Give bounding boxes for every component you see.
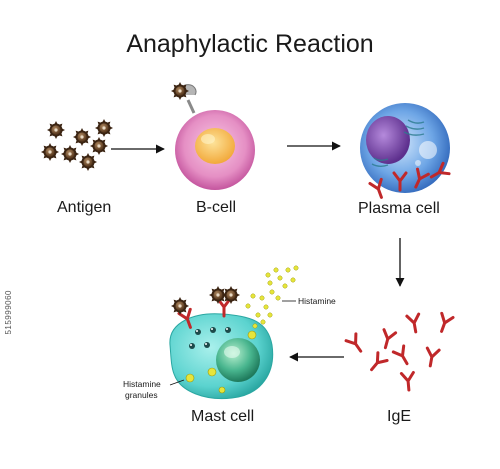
label-bcell: B-cell — [196, 199, 237, 216]
label-granules-line2: granules — [125, 390, 158, 400]
antigen-particle — [90, 137, 108, 155]
plasma-cell — [360, 103, 451, 201]
diagram-title: Anaphylactic Reaction — [126, 30, 374, 58]
label-mast-cell: Mast cell — [191, 408, 255, 425]
label-granules-line1: Histamine — [123, 379, 161, 389]
antigen-particle — [79, 153, 97, 171]
histamine-release — [245, 265, 299, 329]
ige-antibody — [434, 311, 455, 335]
antigen-particle — [41, 143, 59, 161]
mast-granules — [185, 327, 257, 394]
label-ige: IgE — [387, 408, 412, 425]
label-histamine: Histamine — [298, 296, 336, 306]
label-plasma-cell: Plasma cell — [358, 200, 440, 217]
granules-pointer — [169, 379, 185, 386]
ige-antibody — [344, 332, 368, 357]
mast-cell — [169, 286, 274, 400]
antigen-particle — [61, 145, 79, 163]
b-cell — [171, 82, 255, 190]
ige-antibody — [405, 312, 424, 335]
stock-id: 515999060 — [4, 290, 13, 335]
antigen-particle — [95, 119, 113, 137]
ige-antibody — [391, 344, 414, 369]
label-antigen: Antigen — [57, 199, 112, 216]
ige-antibody — [399, 371, 417, 392]
antigen-particle — [47, 121, 65, 139]
ige-antibody — [378, 328, 398, 351]
antigen-particle — [73, 128, 91, 146]
b-cell-receptor — [171, 82, 197, 114]
ige-antibodies — [344, 311, 455, 392]
ige-antibody — [365, 351, 389, 376]
antigen-cluster — [41, 119, 113, 171]
ige-antibody — [422, 346, 441, 369]
